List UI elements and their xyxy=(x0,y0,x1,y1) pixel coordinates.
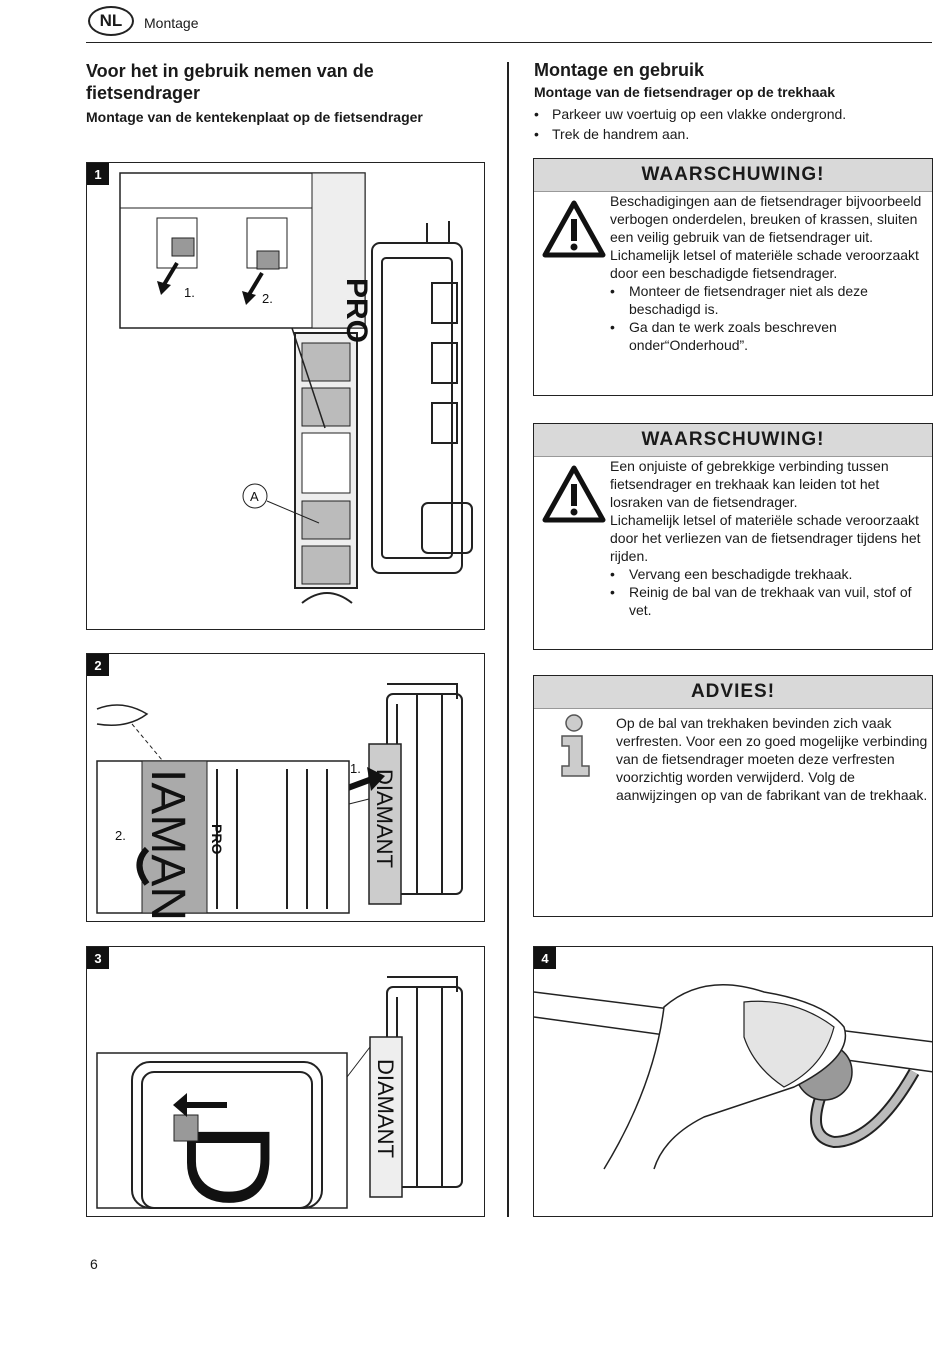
warning-triangle-icon xyxy=(542,200,606,258)
list-item: Monteer de fietsendrager niet als deze b… xyxy=(610,282,930,318)
figure-3-illustration: DIAMANT D xyxy=(96,976,463,1209)
right-section-title: Montage en gebruik xyxy=(534,60,705,80)
preparation-list: Parkeer uw voertuig op een vlakke onderg… xyxy=(534,104,924,144)
warning-triangle-icon xyxy=(542,465,606,523)
list-item: Parkeer uw voertuig op een vlakke onderg… xyxy=(534,104,924,124)
step-2-label: 2. xyxy=(115,828,126,843)
figure-1-illustration: 1. 2. PRO A xyxy=(119,172,473,604)
figure-2: 2 DIAMANT 1. IAMAN PRO 2. xyxy=(86,653,485,922)
step-1-label: 1. xyxy=(184,285,195,300)
figure-4-illustration xyxy=(534,983,932,1170)
plate-zoom-text: IAMAN xyxy=(141,769,194,921)
figure-1: 1 xyxy=(86,162,485,630)
brand-text: PRO xyxy=(340,278,373,343)
warning-paragraph: Lichamelijk letsel of materiële schade v… xyxy=(610,512,921,564)
warning-paragraph: Lichamelijk letsel of materiële schade v… xyxy=(610,247,919,281)
license-plate xyxy=(369,1036,403,1198)
warning-heading: WAARSCHUWING! xyxy=(534,159,932,192)
zoom-inset: 1. 2. PRO xyxy=(119,172,373,343)
plate-text: DIAMANT xyxy=(372,769,397,868)
left-section-subtitle: Montage van de kentekenplaat op de fiets… xyxy=(86,109,423,125)
figure-4: 4 xyxy=(533,946,933,1217)
advice-box: ADVIES! Op de bal van trekhaken bevinden… xyxy=(533,675,933,917)
cloth xyxy=(743,1000,835,1088)
warning-paragraph: Beschadigingen aan de fietsendrager bijv… xyxy=(610,193,922,245)
figure-number: 3 xyxy=(87,947,109,969)
right-section-subtitle: Montage van de fietsendrager op de trekh… xyxy=(534,84,836,100)
callout-circle xyxy=(242,483,268,509)
license-plate-holder xyxy=(294,332,358,604)
column-divider xyxy=(507,62,509,1217)
zoom-inset: IAMAN PRO 2. xyxy=(96,760,350,921)
plate-text: DIAMANT xyxy=(373,1059,398,1158)
list-item: Vervang een beschadigde trekhaak. xyxy=(610,565,930,583)
advice-heading: ADVIES! xyxy=(534,676,932,709)
warning-box-2: WAARSCHUWING! Een onjuiste of gebrekkige… xyxy=(533,423,933,650)
step-2-label: 2. xyxy=(262,291,273,306)
license-plate xyxy=(368,743,402,905)
warning-text: Beschadigingen aan de fietsendrager bijv… xyxy=(610,192,930,354)
list-item: Reinig de bal van de trekhaak van vuil, … xyxy=(610,583,930,619)
language-badge: NL xyxy=(88,6,134,36)
list-item: Trek de handrem aan. xyxy=(534,124,924,144)
warning-box-1: WAARSCHUWING! Beschadigingen aan de fiet… xyxy=(533,158,933,396)
figure-number: 1 xyxy=(87,163,109,185)
info-icon xyxy=(561,714,590,777)
figure-3: 3 DIAMANT D xyxy=(86,946,485,1217)
svg-text:PRO: PRO xyxy=(209,824,225,854)
left-section-title: Voor het in gebruik nemen van de fietsen… xyxy=(86,61,374,103)
header-rule xyxy=(86,42,932,43)
figure-number: 4 xyxy=(534,947,556,969)
page-number: 6 xyxy=(90,1256,98,1272)
list-item: Ga dan te werk zoals beschreven onder“On… xyxy=(610,318,930,354)
advice-text: Op de bal van trekhaken bevinden zich va… xyxy=(616,715,928,803)
figure-2-illustration: DIAMANT 1. IAMAN PRO 2. xyxy=(96,683,463,921)
warning-text: Een onjuiste of gebrekkige verbinding tu… xyxy=(610,457,930,619)
zoom-inset: D xyxy=(96,1052,348,1209)
eye-icon xyxy=(96,704,149,726)
warning-heading: WAARSCHUWING! xyxy=(534,424,932,457)
figure-number: 2 xyxy=(87,654,109,676)
step-1-label: 1. xyxy=(350,761,361,776)
callout-label: A xyxy=(250,489,259,504)
warning-paragraph: Een onjuiste of gebrekkige verbinding tu… xyxy=(610,458,889,510)
header-section-title: Montage xyxy=(144,15,199,31)
